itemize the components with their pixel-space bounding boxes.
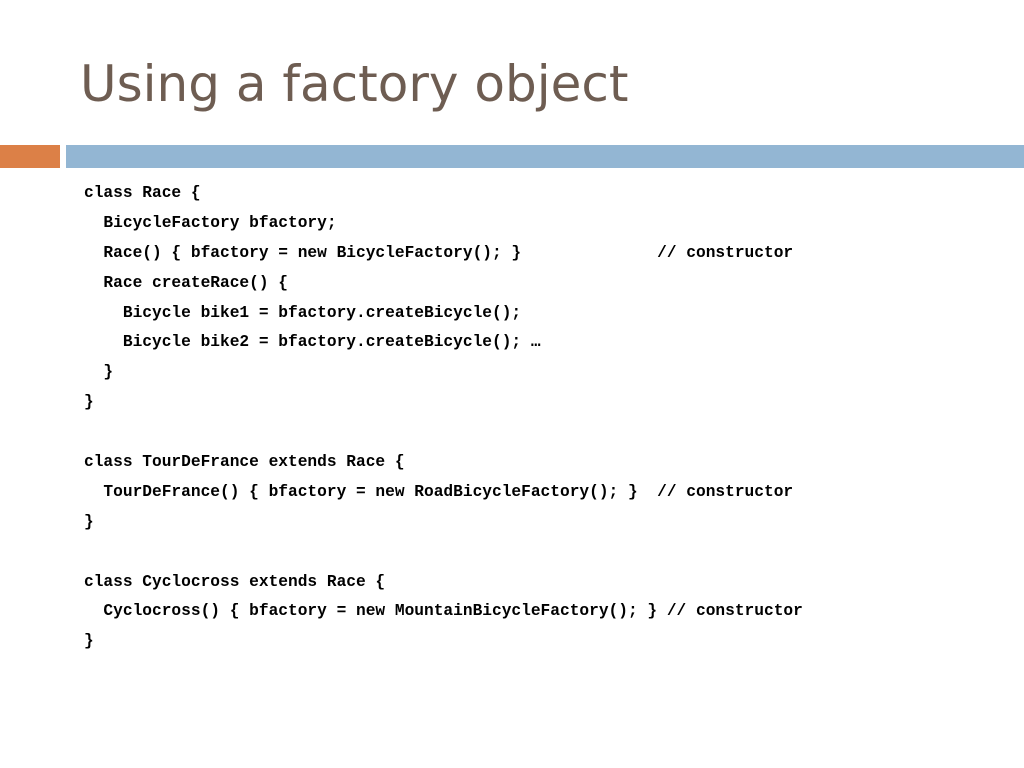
code-line: } <box>84 393 94 412</box>
code-line: } <box>84 512 94 531</box>
code-line: class Cyclocross extends Race { <box>84 572 386 591</box>
accent-bar-orange <box>0 145 60 168</box>
code-line: TourDeFrance() { bfactory = new RoadBicy… <box>84 482 794 501</box>
code-line: class TourDeFrance extends Race { <box>84 453 405 472</box>
code-line: Bicycle bike2 = bfactory.createBicycle()… <box>84 333 541 352</box>
code-line <box>84 538 803 568</box>
code-line: Cyclocross() { bfactory = new MountainBi… <box>84 602 803 621</box>
accent-bar-blue <box>66 145 1024 168</box>
code-block: class Race { BicycleFactory bfactory; Ra… <box>84 179 803 657</box>
code-line: BicycleFactory bfactory; <box>84 213 337 232</box>
code-line <box>84 418 803 448</box>
code-line: } <box>84 363 114 382</box>
code-line: } <box>84 632 94 651</box>
code-line: Race createRace() { <box>84 273 288 292</box>
slide-title: Using a factory object <box>80 55 629 113</box>
code-line: Race() { bfactory = new BicycleFactory()… <box>84 243 794 262</box>
code-line: class Race { <box>84 184 201 202</box>
code-line: Bicycle bike1 = bfactory.createBicycle()… <box>84 303 522 322</box>
